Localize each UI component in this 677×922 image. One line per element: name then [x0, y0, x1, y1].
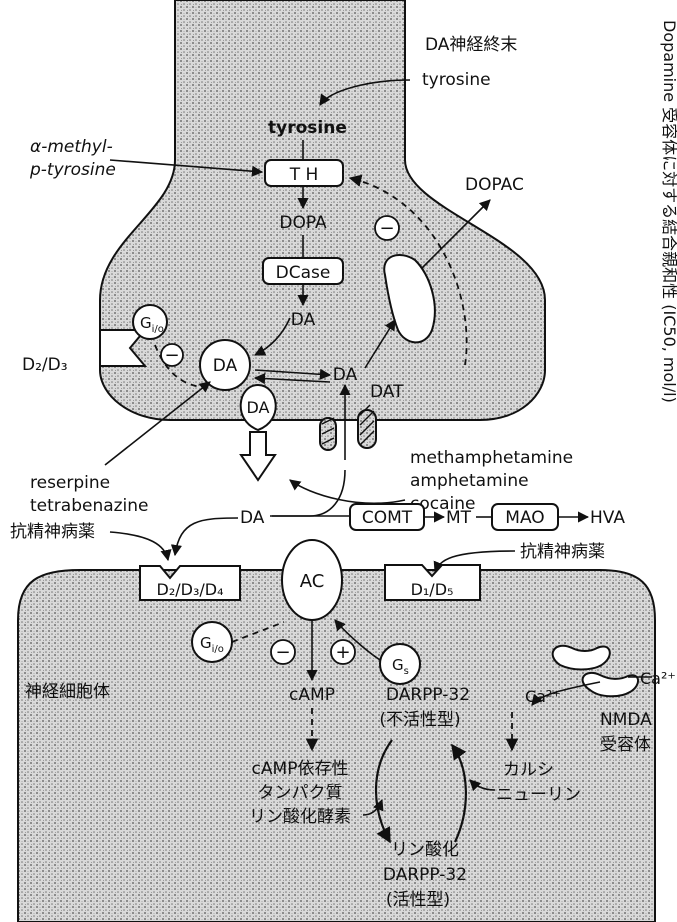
- tyrosine-external: tyrosine: [422, 70, 491, 90]
- darpp-inactive-line1: DARPP-32: [386, 685, 470, 705]
- antipsychotic-left-label: 抗精神病薬: [10, 522, 95, 542]
- da-cytoplasmic: DA: [333, 365, 358, 385]
- da-to-d2-arrow: [175, 518, 238, 555]
- comt-label: COMT: [362, 508, 413, 528]
- ca-external-label: Ca²⁺: [640, 669, 676, 688]
- amphetamine-label: amphetamine: [410, 471, 529, 491]
- drug-action-arrow: [290, 480, 405, 503]
- side-caption: Dopamine 受容体に対する結合親和性 (IC50, mol/l): [660, 20, 677, 403]
- dat-right-subunit: [358, 410, 376, 448]
- darpp-inactive-line2: (不活性型): [379, 710, 460, 730]
- pka-line1: cAMP依存性: [252, 759, 349, 779]
- ca-internal-label: Ca²⁺: [525, 687, 561, 706]
- methamphetamine-label: methamphetamine: [410, 448, 573, 468]
- calcineurin-line2: ニューリン: [496, 785, 581, 805]
- inhibitor-label-line1: α-methyl-: [30, 137, 113, 157]
- da-vesicle-label: DA: [213, 356, 238, 376]
- dat-label: DAT: [370, 382, 404, 402]
- inhibitor-label-line2: p-tyrosine: [29, 160, 116, 180]
- ac-label: AC: [300, 571, 325, 592]
- ac-inhibit-minus-sign: −: [275, 642, 290, 663]
- th-label: T H: [289, 165, 319, 185]
- ac-activate-plus-sign: +: [335, 642, 350, 663]
- da-cleft-label: DA: [240, 508, 265, 528]
- dopa-label: DOPA: [279, 213, 327, 233]
- hva-label: HVA: [590, 508, 625, 528]
- releasing-vesicle-label: DA: [247, 398, 270, 417]
- left-autoreceptor-label: D₂/D₃: [22, 355, 68, 375]
- dopac-label: DOPAC: [465, 175, 524, 195]
- th-inhibition-minus-sign: −: [379, 218, 394, 239]
- post-gio-circle: [192, 622, 232, 662]
- tyrosine-internal: tyrosine: [268, 118, 347, 138]
- da-synthesized: DA: [291, 310, 316, 330]
- antipsychotic-right-label: 抗精神病薬: [520, 542, 605, 562]
- phospho-line2: DARPP-32: [383, 865, 467, 885]
- pka-line3: リン酸化酵素: [249, 807, 351, 827]
- nmda-label-line1: NMDA: [600, 710, 652, 730]
- nmda-label-line2: 受容体: [600, 735, 651, 755]
- reserpine-label: reserpine: [30, 473, 110, 493]
- antipsychotic-left-arrow: [110, 532, 168, 560]
- cleft-reuptake-path: [270, 470, 345, 516]
- dcase-label: DCase: [276, 263, 331, 283]
- phospho-line3: (活性型): [386, 890, 450, 910]
- tetrabenazine-label: tetrabenazine: [30, 496, 149, 516]
- terminal-label: DA神経終末: [425, 35, 517, 55]
- pka-line2: タンパク質: [258, 783, 343, 803]
- mao-label: MAO: [505, 508, 544, 528]
- left-minus-sign: −: [164, 345, 179, 366]
- d2d3d4-label: D₂/D₃/D₄: [157, 580, 224, 599]
- calcineurin-line1: カルシ: [503, 760, 554, 780]
- mt-label: MT: [446, 508, 472, 528]
- phospho-line1: リン酸化: [391, 840, 459, 860]
- camp-label: cAMP: [289, 685, 335, 705]
- d1d5-label: D₁/D₅: [411, 580, 454, 599]
- exocytosis-arrow: [241, 432, 275, 480]
- cell-body-label: 神経細胞体: [25, 682, 110, 702]
